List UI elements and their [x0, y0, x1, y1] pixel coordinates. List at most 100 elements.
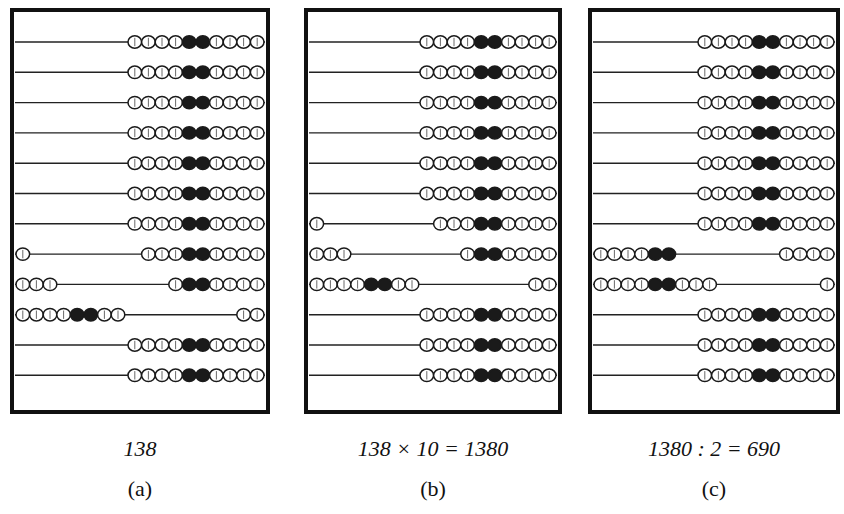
bead-shading — [134, 220, 135, 228]
bead-shading — [162, 250, 163, 258]
abacus-bead — [223, 278, 237, 290]
abacus-bead — [128, 157, 142, 169]
bead-shading — [704, 68, 705, 76]
bead-shading — [508, 98, 509, 106]
abacus-bead — [16, 278, 30, 290]
abacus-caption: 138 — [20, 436, 260, 462]
bead-shading — [800, 189, 801, 197]
bead-shading — [243, 371, 244, 379]
bead-shading — [257, 98, 258, 106]
abacus-bead — [128, 127, 142, 139]
bead-shading — [522, 311, 523, 319]
abacus-bead — [196, 127, 210, 139]
bead-shading — [813, 68, 814, 76]
bead-shading — [330, 250, 331, 258]
abacus-bead — [698, 127, 712, 139]
bead-shading — [243, 159, 244, 167]
abacus-bead — [608, 248, 622, 260]
bead-shading — [216, 280, 217, 288]
bead-shading — [426, 371, 427, 379]
abacus-bead — [461, 127, 475, 139]
bead-shading — [732, 189, 733, 197]
abacus-bead — [223, 127, 237, 139]
abacus-bead — [169, 187, 183, 199]
bead-shading — [467, 250, 468, 258]
bead-shading — [786, 250, 787, 258]
abacus-bead — [725, 218, 739, 230]
abacus-bead — [461, 309, 475, 321]
abacus-border — [590, 10, 838, 412]
bead-shading — [22, 311, 23, 319]
bead-shading — [454, 220, 455, 228]
abacus-bead — [793, 248, 807, 260]
abacus-bead — [474, 187, 488, 199]
abacus-bead — [182, 278, 196, 290]
bead-shading — [426, 68, 427, 76]
bead-shading — [50, 280, 51, 288]
abacus-bead — [780, 369, 794, 381]
bead-shading — [535, 220, 536, 228]
abacus-bead — [820, 66, 834, 78]
bead-shading — [508, 311, 509, 319]
figure-letter: (c) — [594, 476, 834, 502]
abacus-bead — [237, 309, 251, 321]
abacus-bead — [712, 36, 726, 48]
abacus-bead — [752, 66, 766, 78]
abacus-bead — [529, 187, 543, 199]
bead-shading — [454, 311, 455, 319]
bead-shading — [786, 98, 787, 106]
bead-shading — [786, 189, 787, 197]
abacus-bead — [766, 339, 780, 351]
bead-shading — [426, 38, 427, 46]
abacus-bead — [793, 218, 807, 230]
bead-shading — [63, 311, 64, 319]
abacus-bead — [739, 218, 753, 230]
bead-shading — [230, 189, 231, 197]
abacus-bead — [223, 96, 237, 108]
abacus-bead — [502, 248, 516, 260]
bead-shading — [600, 280, 601, 288]
bead-shading — [148, 341, 149, 349]
bead-shading — [786, 341, 787, 349]
abacus-bead — [752, 127, 766, 139]
abacus-bead — [739, 66, 753, 78]
abacus-bead — [155, 96, 169, 108]
bead-shading — [508, 129, 509, 137]
abacus-bead — [223, 248, 237, 260]
abacus-bead — [780, 127, 794, 139]
abacus-bead — [169, 96, 183, 108]
bead-shading — [522, 341, 523, 349]
abacus-bead — [30, 309, 44, 321]
bead-shading — [118, 311, 119, 319]
bead-shading — [36, 280, 37, 288]
abacus-bead — [515, 36, 529, 48]
abacus-bead — [515, 96, 529, 108]
abacus-bead — [461, 339, 475, 351]
abacus-bead — [780, 36, 794, 48]
bead-shading — [549, 189, 550, 197]
abacus-bead — [210, 127, 224, 139]
bead-shading — [243, 98, 244, 106]
bead-shading — [508, 38, 509, 46]
bead-shading — [704, 371, 705, 379]
bead-shading — [257, 371, 258, 379]
abacus-bead — [461, 36, 475, 48]
abacus-bead — [182, 36, 196, 48]
bead-shading — [230, 159, 231, 167]
bead-shading — [454, 98, 455, 106]
abacus-bead — [488, 339, 502, 351]
abacus-bead — [155, 187, 169, 199]
abacus-bead — [155, 339, 169, 351]
abacus-bead — [447, 66, 461, 78]
abacus-bead — [542, 218, 556, 230]
abacus-bead — [378, 278, 392, 290]
bead-shading — [148, 250, 149, 258]
abacus-bead — [766, 309, 780, 321]
abacus-bead — [662, 278, 676, 290]
abacus-bead — [712, 369, 726, 381]
bead-shading — [454, 159, 455, 167]
bead-shading — [175, 38, 176, 46]
abacus-bead — [43, 309, 57, 321]
bead-shading — [813, 189, 814, 197]
bead-shading — [718, 68, 719, 76]
